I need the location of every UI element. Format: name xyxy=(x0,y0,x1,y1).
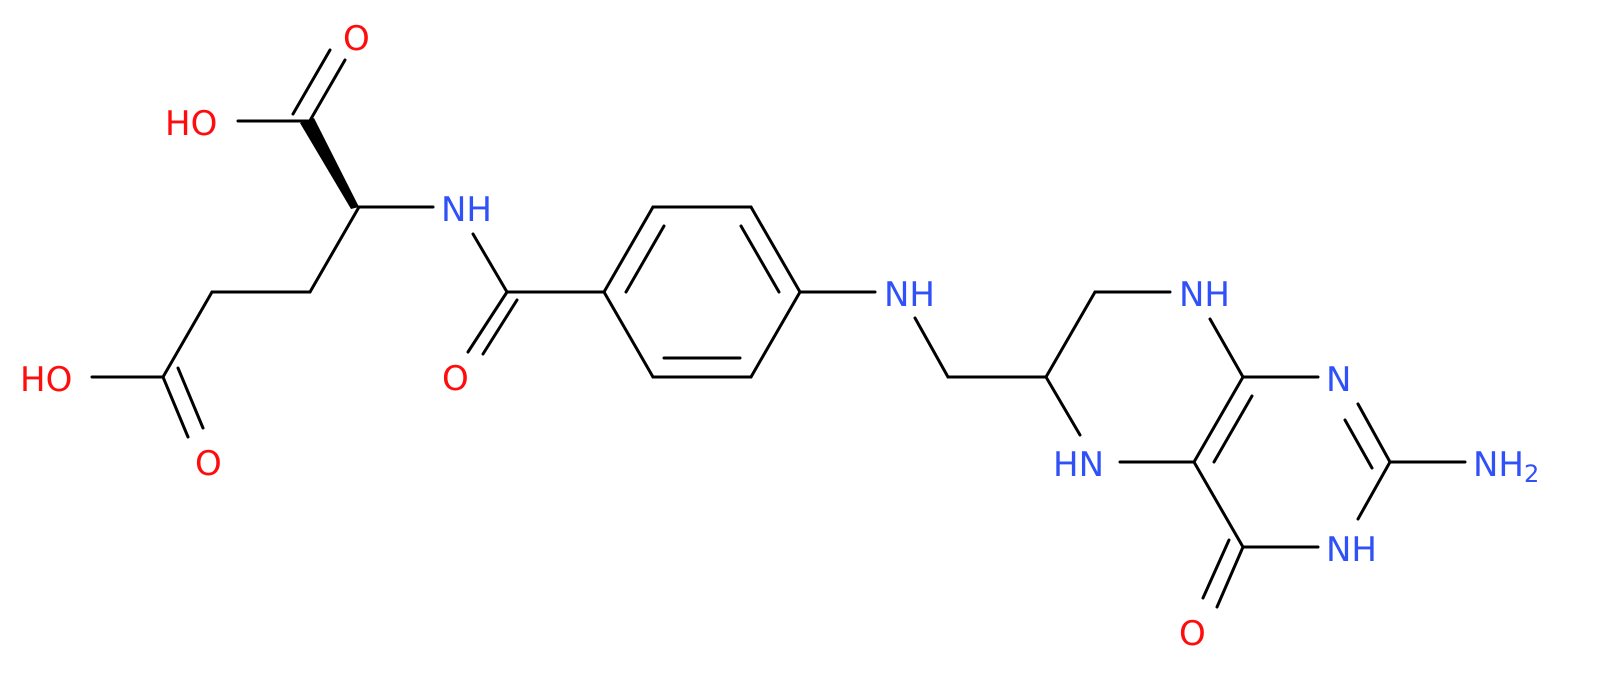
bond-ch2-c5 xyxy=(161,290,214,379)
atom-oh-acid1: HO xyxy=(165,104,217,144)
bond-benz-1 xyxy=(602,205,655,294)
atom-nh2-main: NH xyxy=(1473,445,1524,485)
bond-benz-1-inner xyxy=(624,224,666,294)
atom-nh2-subscript: 2 xyxy=(1524,460,1539,488)
atom-o-acid2-carbonyl: O xyxy=(195,444,222,484)
bond-benz-6 xyxy=(602,290,655,379)
bond-nh-ch2 xyxy=(913,316,950,379)
bond-n8-c8a xyxy=(1208,317,1245,379)
bond-alpha-c1-wedge xyxy=(300,118,359,209)
bond-n1-c2 xyxy=(1356,402,1392,464)
bond-c2-n3 xyxy=(1356,460,1392,521)
atom-oh-acid2: HO xyxy=(20,360,72,400)
bond-c4-c4a xyxy=(1192,460,1245,549)
bond-alpha-ch2 xyxy=(308,205,361,294)
bond-c5-o-double-b xyxy=(176,366,205,430)
bond-c4a-c8a xyxy=(1192,375,1245,464)
atom-nh-amide: NH xyxy=(441,190,492,230)
atom-nh-lactam: NH xyxy=(1326,530,1377,570)
atom-o-amide: O xyxy=(442,359,469,399)
atom-nh-ring-top: NH xyxy=(1179,275,1230,315)
bond-amidec-o-double-a xyxy=(466,290,509,354)
bond-amidec-o-double-b xyxy=(481,298,519,356)
bond-c4a-c8a-inner xyxy=(1212,394,1254,464)
atom-nh-linker: NH xyxy=(884,275,935,315)
atom-hn-ring-bottom: HN xyxy=(1053,445,1104,485)
bond-c4-o-double-b xyxy=(1201,538,1231,600)
atom-nh2: NH2 xyxy=(1473,445,1539,488)
bond-nh-amidec xyxy=(471,232,509,294)
bond-c1-o-double-b xyxy=(306,58,347,126)
bond-c6-c7 xyxy=(1044,290,1097,379)
bond-c1-o-double-a xyxy=(291,48,332,116)
bond-c5-o-double-a xyxy=(161,375,190,439)
bond-c6-n5 xyxy=(1044,375,1082,437)
bond-benz-3 xyxy=(749,205,802,294)
bond-benz-3-inner xyxy=(739,224,781,294)
atom-o-acid1-carbonyl: O xyxy=(343,19,370,59)
bond-benz-4 xyxy=(749,290,802,379)
bond-n1-c2-inner xyxy=(1343,418,1374,470)
atom-o-lactam: O xyxy=(1179,614,1206,654)
bond-c4-o-double-a xyxy=(1215,545,1245,609)
atom-n-pyrimidine: N xyxy=(1326,360,1351,400)
